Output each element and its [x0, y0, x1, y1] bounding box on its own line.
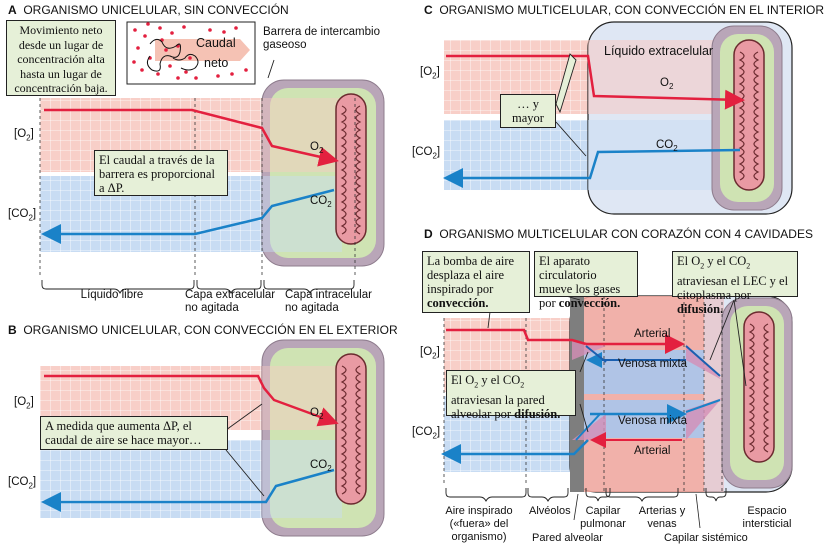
molecule-dot — [143, 34, 147, 38]
d-o2-mixed-venous-label: Venosa mixta — [618, 358, 688, 370]
d-co2-expired-line — [441, 439, 589, 464]
a-barrier-label: Barrera de intercambio gaseoso — [263, 26, 380, 51]
panel-d — [441, 295, 793, 529]
d-alveolar-callout: El O2 y el CO2 atraviesan la pared alveo… — [446, 370, 576, 421]
a-co2-gradient-line — [41, 188, 335, 244]
a-mitochondrion-icon — [335, 93, 367, 245]
a-region-extracellular: Capa extracelular no agitada — [185, 289, 276, 314]
c-ecf-label: Líquido extracelular — [604, 44, 714, 58]
molecule-dot — [146, 22, 150, 26]
d-co2-arterial-label: Arterial — [634, 445, 671, 457]
a-region-free-fluid: Líquido libre — [80, 289, 144, 301]
panel-d-title: D ORGANISMO MULTICELULAR CON CORAZÓN CON… — [424, 227, 813, 241]
d-o2-axis-label: [O2] — [420, 346, 440, 361]
d-label-alveolar-wall: Pared alveolar — [532, 532, 603, 544]
molecule-dot — [170, 31, 174, 35]
c-callout: … y mayor — [500, 94, 556, 128]
a-inset-molecules — [132, 22, 248, 80]
c-o2-axis-label: [O2] — [420, 66, 440, 81]
molecule-dot — [194, 76, 198, 80]
d-pump-callout: La bomba de aire desplaza el aire inspir… — [422, 251, 530, 313]
panel-c — [443, 21, 793, 215]
a-inset-flow-label-2: neto — [204, 56, 229, 70]
a-inset-flow-label-1: Caudal — [196, 36, 236, 50]
d-co2-mixed-venous-label: Venosa mixta — [618, 415, 688, 427]
d-region-arteries-veins: Arterias y venas — [638, 505, 686, 530]
panel-a — [39, 21, 385, 295]
a-co2-gas-label: CO2 — [310, 195, 332, 209]
molecule-dot — [133, 28, 137, 32]
molecule-dot — [184, 70, 188, 74]
panel-b — [40, 339, 385, 537]
d-lec-callout: El O2 y el CO2 atraviesan el LEC y el ci… — [672, 251, 798, 316]
c-co2-gradient-line — [443, 148, 741, 188]
c-o2-gas-label: O2 — [660, 77, 674, 91]
d-co2-axis-label: [CO2] — [412, 426, 441, 441]
molecule-dot — [234, 26, 238, 30]
b-o2-gas-label: O2 — [310, 407, 324, 421]
molecule-dot — [188, 56, 192, 60]
b-co2-gradient-line — [41, 468, 335, 512]
d-o2-arterial-label: Arterial — [634, 328, 671, 340]
molecule-dot — [230, 72, 234, 76]
a-co2-axis-label: [CO2] — [8, 208, 37, 223]
d-region-interstitial: Espacio intersticial — [742, 505, 792, 530]
b-mitochondrion-icon — [335, 353, 367, 505]
figure-root: O2 CO2 O2 CO2 O2 CO2 A ORGANISMO UNICELU… — [6, 3, 824, 544]
molecule-dot — [176, 76, 180, 80]
b-o2-axis-label: [O2] — [14, 396, 34, 411]
panel-c-title: C ORGANISMO MULTICELULAR, CON CONVECCIÓN… — [424, 3, 824, 17]
d-region-inspired-air: Aire inspirado («fuera» del organismo) — [445, 505, 513, 543]
molecule-dot — [156, 72, 160, 76]
c-co2-axis-label: [CO2] — [412, 146, 441, 161]
molecule-dot — [136, 46, 140, 50]
molecule-dot — [164, 48, 168, 52]
d-o2-inspired-line — [446, 328, 587, 346]
a-flow-callout: El caudal a través de la barrera es prop… — [94, 150, 228, 196]
panel-a-title: A ORGANISMO UNICELULAR, SIN CONVECCIÓN — [8, 3, 289, 17]
diagram-canvas: O2 CO2 O2 CO2 O2 CO2 — [39, 21, 793, 537]
b-co2-gas-label: CO2 — [310, 459, 332, 473]
molecule-dot — [132, 60, 136, 64]
a-o2-gas-label: O2 — [310, 141, 324, 155]
b-callout: A medida que aumenta ΔP, el caudal de ai… — [40, 416, 228, 450]
d-circulation-callout: El aparato circulatorio mueve los gases … — [534, 251, 638, 310]
a-o2-axis-label: [O2] — [14, 128, 34, 143]
c-co2-gas-label: CO2 — [656, 139, 678, 153]
d-mitochondrion-icon — [743, 311, 775, 463]
d-region-alveoli: Alvéolos — [529, 505, 571, 517]
panel-b-title: B ORGANISMO UNICELULAR, CON CONVECCIÓN E… — [8, 323, 398, 337]
a-movement-callout: Movimiento neto desde un lugar de concen… — [6, 20, 116, 96]
c-mitochondrion-icon — [733, 39, 765, 191]
d-label-systemic-capillary: Capilar sistémico — [664, 532, 748, 544]
c-o2-gradient-line — [446, 54, 745, 110]
molecule-dot — [244, 68, 248, 72]
b-co2-axis-label: [CO2] — [8, 476, 37, 491]
molecule-dot — [182, 25, 186, 29]
molecule-dot — [216, 74, 220, 78]
molecule-dot — [158, 26, 162, 30]
a-o2-gradient-line — [44, 108, 339, 167]
molecule-dot — [222, 30, 226, 34]
d-region-pulmonary-capillary: Capilar pulmonar — [580, 505, 626, 530]
molecule-dot — [208, 28, 212, 32]
molecule-dot — [168, 64, 172, 68]
b-o2-gradient-line — [44, 374, 339, 427]
molecule-dot — [140, 68, 144, 72]
a-region-intracellular: Capa intracelular no agitada — [285, 289, 372, 314]
